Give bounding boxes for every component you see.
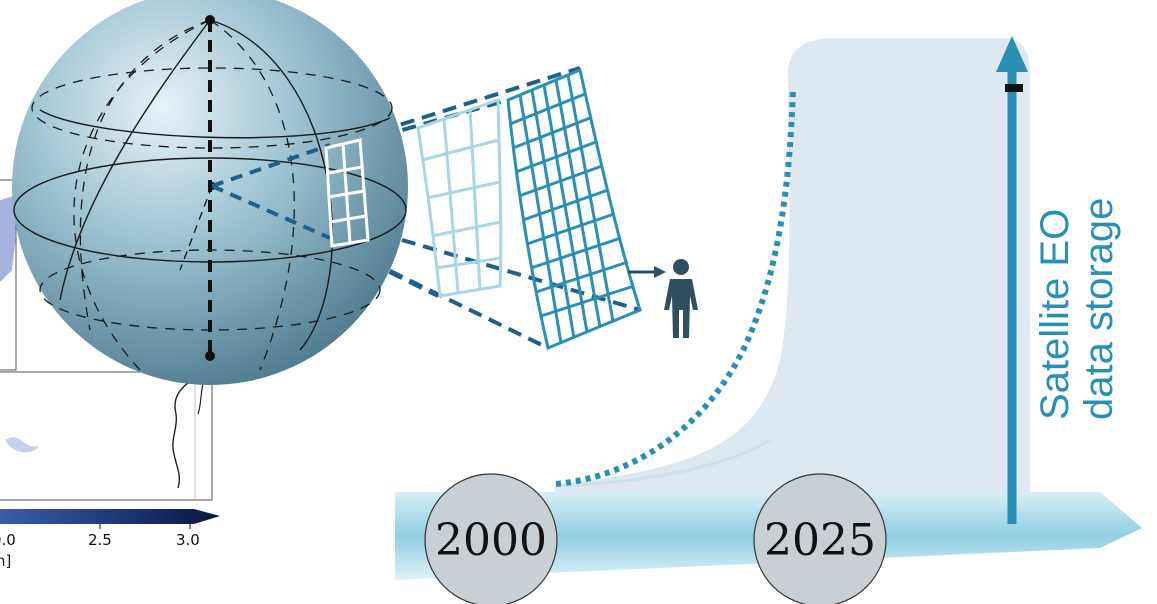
year-circle-end <box>753 473 887 604</box>
surface-grid-line <box>327 165 363 175</box>
meridian-dashed-3 <box>73 19 211 371</box>
arrow-head <box>654 266 666 278</box>
storage-area <box>555 38 1030 492</box>
light-grid-outline <box>416 97 503 298</box>
meridian-dashed-2 <box>209 19 295 371</box>
latitude-upper <box>39 109 391 139</box>
dark-grid-v <box>542 84 589 333</box>
ray-mid <box>211 182 439 298</box>
storage-area-edge <box>559 438 771 488</box>
storage-growth <box>555 36 1030 524</box>
map-frame <box>0 371 213 501</box>
dark-grid-v <box>518 94 563 344</box>
ray-top <box>211 66 581 186</box>
dark-grid-h <box>526 212 615 246</box>
dark-grid-h <box>530 236 622 270</box>
surface-grid-outline <box>324 138 370 248</box>
center-ray-3 <box>179 185 213 271</box>
colorbar-tick-label-0: 0.0 <box>0 531 16 549</box>
dark-grid-v <box>566 74 615 322</box>
globe-grid-solid <box>13 19 407 351</box>
person-head <box>673 259 689 275</box>
colorbar-axis-label: n] <box>0 552 11 570</box>
dark-grid-h <box>535 260 629 294</box>
map-precip-speck <box>5 437 39 453</box>
person-body <box>664 279 698 338</box>
lat-top <box>31 67 393 149</box>
year-marker-end: 2025 <box>753 473 887 604</box>
storage-label-line2: data storage <box>1077 198 1121 420</box>
light-grid-h <box>421 138 500 162</box>
north-pole <box>205 15 215 25</box>
dark-grid-h <box>522 188 609 222</box>
storage-arrow-head <box>996 36 1028 72</box>
dark-grid-h <box>509 92 586 126</box>
map-precip-patch <box>0 196 16 282</box>
map-coastline <box>172 379 193 489</box>
light-grid-v <box>468 108 482 291</box>
meridian-dashed-1 <box>79 19 211 331</box>
colorbar-tick-label-1: 2.5 <box>88 531 112 549</box>
map-panel: 0.0 2.5 3.0 n] <box>0 179 220 570</box>
year-start-label: 2000 <box>435 515 547 566</box>
storage-marker <box>1005 84 1023 92</box>
center-ray-2 <box>211 184 331 240</box>
year-end-label: 2025 <box>764 515 876 566</box>
surface-grid <box>324 138 370 248</box>
projected-grid-light <box>416 97 503 298</box>
growth-curve-dotted <box>555 87 796 487</box>
center-ray-1 <box>211 143 331 188</box>
year-circle-start <box>424 473 558 604</box>
light-grid-h <box>435 256 502 270</box>
person-icon <box>664 259 698 338</box>
surface-grid-line <box>329 214 367 224</box>
storage-label-line1: Satellite EO <box>1033 209 1077 420</box>
dark-grid-v <box>530 89 576 339</box>
light-grid-h <box>431 220 502 238</box>
globe <box>12 0 408 385</box>
meridian-left <box>59 19 211 301</box>
colorbar-tick-label-2: 3.0 <box>176 531 200 549</box>
south-pole <box>205 351 215 361</box>
arrow-right-icon <box>628 266 666 278</box>
year-marker-start: 2000 <box>424 473 558 604</box>
dark-grid-h <box>540 284 635 318</box>
dark-grid-outline <box>506 67 642 351</box>
colorbar <box>0 509 220 524</box>
dark-grid-h <box>515 140 597 174</box>
surface-grid-line <box>328 189 365 199</box>
dark-grid-h <box>518 164 603 198</box>
projected-grid-dark <box>506 67 642 351</box>
dark-grid-h <box>512 116 591 150</box>
light-grid-h <box>426 180 501 200</box>
dark-grid-v <box>554 79 602 328</box>
